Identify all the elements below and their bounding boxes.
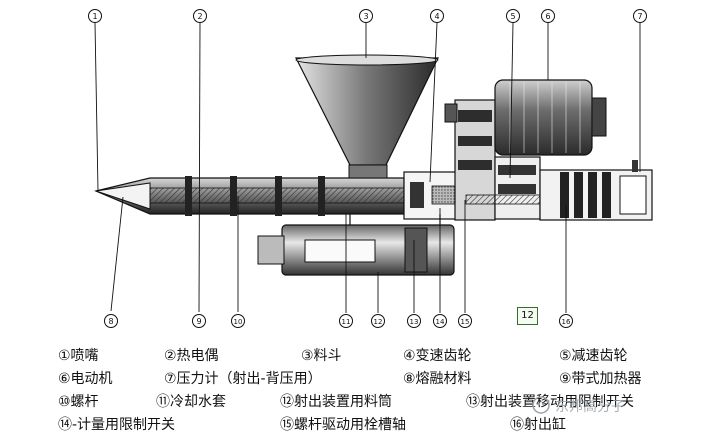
legend-item: ⑩螺杆 (58, 394, 99, 410)
nozzle-tip (95, 182, 151, 210)
legend-item: ⑯射出缸 (510, 417, 566, 433)
callout-markers: 1 2 3 4 5 6 7 8 9 10 11 12 13 14 15 16 (88, 9, 647, 328)
callout-14: 14 (433, 314, 447, 328)
legend-row-2: ⑥电动机 ⑦压力计（射出-背压用） ⑧熔融材料 ⑨带式加热器 (0, 370, 711, 390)
svg-text:2: 2 (197, 12, 202, 21)
svg-text:12: 12 (374, 318, 383, 326)
legend-item: ⑮螺杆驱动用栓槽轴 (280, 417, 406, 433)
machine-drawing (94, 54, 653, 276)
hopper (295, 57, 439, 166)
svg-text:15: 15 (461, 318, 470, 326)
svg-text:7: 7 (637, 12, 642, 21)
callout-7: 7 (633, 9, 647, 23)
legend-item: ③料斗 (301, 348, 342, 364)
figure-number-box: 12 (517, 307, 538, 325)
callout-10: 10 (231, 314, 245, 328)
legend-item: ②热电偶 (164, 348, 219, 364)
svg-text:4: 4 (434, 12, 439, 21)
callout-5: 5 (506, 9, 520, 23)
callout-4: 4 (430, 9, 444, 23)
legend-item: ①喷嘴 (58, 348, 99, 364)
legend-row-4: ⑭-计量用限制开关 ⑮螺杆驱动用栓槽轴 ⑯射出缸 (0, 416, 711, 436)
legend-item: ⑤减速齿轮 (559, 348, 628, 364)
svg-text:9: 9 (196, 317, 201, 326)
callout-1: 1 (88, 9, 102, 23)
callout-6: 6 (541, 9, 555, 23)
svg-text:11: 11 (342, 318, 351, 326)
legend-row-1: ①喷嘴 ②热电偶 ③料斗 ④变速齿轮 ⑤减速齿轮 (0, 347, 711, 367)
legend-item: ⑬射出装置移动用限制开关 (466, 394, 634, 410)
callout-16: 16 (559, 314, 573, 328)
callout-11: 11 (339, 314, 353, 328)
svg-text:14: 14 (436, 318, 445, 326)
svg-text:8: 8 (108, 317, 113, 326)
watermark-logo-icon (532, 396, 550, 414)
svg-text:5: 5 (510, 12, 515, 21)
callout-13: 13 (407, 314, 421, 328)
electric-motor (494, 79, 593, 156)
svg-text:3: 3 (363, 12, 368, 21)
svg-text:1: 1 (92, 12, 97, 21)
legend-item: ⑨带式加热器 (559, 371, 642, 387)
legend-item: ⑫射出装置用料筒 (280, 394, 392, 410)
legend-item: ⑭-计量用限制开关 (58, 417, 176, 433)
callout-3: 3 (359, 9, 373, 23)
callout-12: 12 (371, 314, 385, 328)
legend-row-3: ⑩螺杆 ⑪冷却水套 ⑫射出装置用料筒 ⑬射出装置移动用限制开关 (0, 393, 711, 413)
callout-2: 2 (193, 9, 207, 23)
callout-15: 15 (458, 314, 472, 328)
callout-9: 9 (192, 314, 206, 328)
leader-lines (94, 22, 641, 313)
svg-text:16: 16 (562, 318, 571, 326)
svg-text:6: 6 (545, 12, 550, 21)
watermark-text: 东邦高分子 (555, 399, 625, 415)
legend-item: ④变速齿轮 (403, 348, 472, 364)
svg-text:10: 10 (234, 318, 243, 326)
legend-item: ⑪冷却水套 (156, 394, 226, 410)
svg-text:13: 13 (410, 318, 419, 326)
legend-item: ⑧熔融材料 (403, 371, 472, 387)
callout-8: 8 (104, 314, 118, 328)
legend-item: ⑦压力计（射出-背压用） (164, 371, 322, 387)
band-heaters (185, 176, 325, 216)
legend-item: ⑥电动机 (58, 371, 113, 387)
